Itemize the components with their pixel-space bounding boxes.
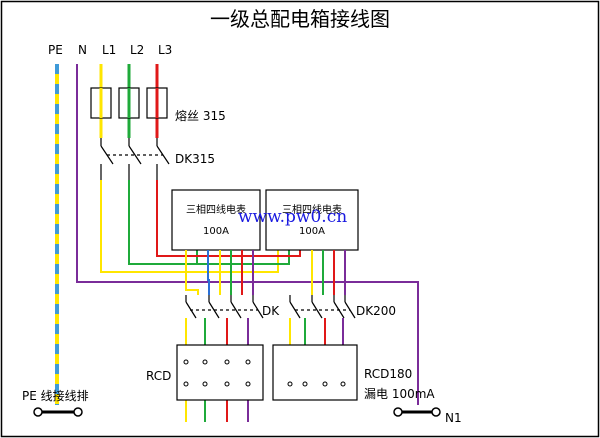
rcd-right-sublabel: 漏电 100mA	[364, 387, 435, 401]
rcd-left	[176, 344, 264, 401]
energy-meter-right: 三相四线电表 100A	[265, 189, 359, 251]
l1-bus-label: L1	[102, 43, 116, 57]
n-bus-label: N	[78, 43, 87, 57]
diagram-title: 一级总配电箱接线图	[210, 7, 390, 31]
pe-bus-label: PE	[48, 43, 63, 57]
branch-breaker-dk200	[289, 295, 356, 319]
energy-meter-left: 三相四线电表 100A	[171, 189, 261, 251]
rcd-right	[272, 344, 358, 401]
meter-right-outputs	[311, 250, 346, 295]
main-switch-dk315	[100, 138, 170, 180]
dk200-outputs	[289, 318, 344, 345]
main-switch-label: DK315	[175, 152, 215, 166]
meter-right-name: 三相四线电表	[282, 203, 342, 216]
meter-right-rating: 100A	[299, 226, 325, 237]
rcd-right-label: RCD180	[364, 367, 412, 381]
n1-terminal-bar	[393, 407, 441, 417]
l2-bus-label: L2	[130, 43, 144, 57]
l3-bus-label: L3	[158, 43, 172, 57]
n1-terminal-bar-label: N1	[445, 411, 462, 425]
branch-breaker-dk	[185, 295, 264, 319]
watermark-text: www.pw0.cn	[238, 207, 347, 227]
meter-left-rating: 100A	[203, 226, 229, 237]
branch-breaker-dk200-label: DK200	[356, 304, 396, 318]
branch-breaker-dk-label: DK	[262, 304, 280, 318]
fuse-label: 熔丝 315	[175, 108, 226, 123]
pe-terminal-bar-label: PE 线接线排	[22, 388, 89, 403]
pe-terminal-bar	[33, 407, 83, 417]
rcd-left-label: RCD	[146, 369, 171, 383]
meter-left-outputs	[185, 250, 254, 295]
neutral-conductor	[76, 64, 419, 405]
meter-left-name: 三相四线电表	[186, 203, 246, 216]
